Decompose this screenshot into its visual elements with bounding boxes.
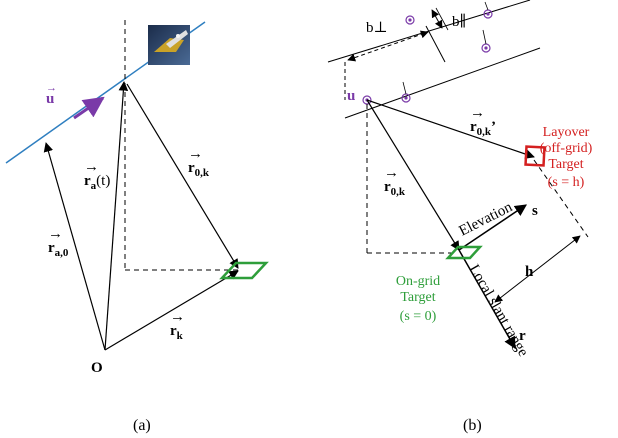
- label-r-axis: r: [519, 328, 526, 344]
- satellite-markers: [362, 9, 493, 105]
- label-r0k-b: r0,k: [384, 179, 406, 198]
- label-s-axis: s: [532, 203, 538, 219]
- velocity-vector-u: [73, 96, 105, 120]
- svg-text:→: →: [48, 226, 63, 242]
- b-perp-dimension: [347, 30, 429, 62]
- label-r0k-a: r0,k: [188, 160, 210, 179]
- h-dimension: [494, 235, 581, 303]
- label-ra-t: ra(t): [84, 173, 110, 192]
- svg-text:On-grid: On-grid: [396, 274, 440, 289]
- label-ra0: ra,0: [48, 240, 69, 259]
- svg-text:→: →: [384, 165, 399, 181]
- b-par-dimension: [431, 9, 443, 29]
- label-b-par: b∥: [452, 13, 466, 30]
- caption-a: (a): [133, 417, 151, 434]
- ongrid-target-label: On-grid Target (s = 0): [396, 274, 440, 324]
- vector-ra-t: [104, 81, 129, 351]
- vector-ra0: [43, 142, 106, 351]
- svg-text:→: →: [188, 146, 203, 162]
- svg-text:→: →: [46, 82, 57, 94]
- elevation-axis: [458, 204, 527, 251]
- label-elevation: Elevation: [457, 199, 516, 240]
- layover-target-label: Layover (off-grid) Target (s = h): [540, 125, 593, 190]
- satellite-icon: [148, 25, 190, 65]
- svg-text:Target: Target: [400, 290, 435, 305]
- target-pixel-a: [219, 261, 269, 280]
- label-h: h: [525, 264, 534, 280]
- vector-rk: [104, 270, 239, 351]
- slant-range-axis: [458, 249, 516, 350]
- label-u-b: u: [347, 88, 355, 104]
- panel-a: u → ra,0 → ra(t) → r0,k → rk → O (a): [5, 20, 269, 434]
- svg-text:→: →: [84, 159, 99, 175]
- label-rk: rk: [170, 323, 184, 342]
- label-b-perp: b⊥: [366, 20, 388, 36]
- label-slant-range: Local slant range: [466, 262, 532, 360]
- svg-text:(s = 0): (s = 0): [400, 309, 437, 324]
- svg-text:→: →: [170, 309, 185, 325]
- origin-label: O: [91, 360, 103, 376]
- label-u: u: [46, 91, 54, 107]
- vector-r0k-b: [366, 99, 460, 251]
- svg-text:Layover: Layover: [543, 125, 590, 140]
- vector-r0k-prime: [366, 99, 535, 159]
- svg-text:(off-grid): (off-grid): [540, 141, 593, 156]
- panel-b: b⊥ b∥ u: [327, 0, 593, 434]
- caption-b: (b): [463, 417, 482, 434]
- layover-target: [524, 145, 546, 167]
- label-r0k-prime: r0,k’: [470, 119, 496, 138]
- svg-text:(s = h): (s = h): [548, 175, 585, 190]
- svg-text:Target: Target: [548, 157, 583, 172]
- vector-r0k: [126, 83, 239, 269]
- orbit-line-lower: [344, 47, 541, 119]
- ongrid-target: [445, 245, 483, 260]
- svg-text:→: →: [470, 105, 485, 121]
